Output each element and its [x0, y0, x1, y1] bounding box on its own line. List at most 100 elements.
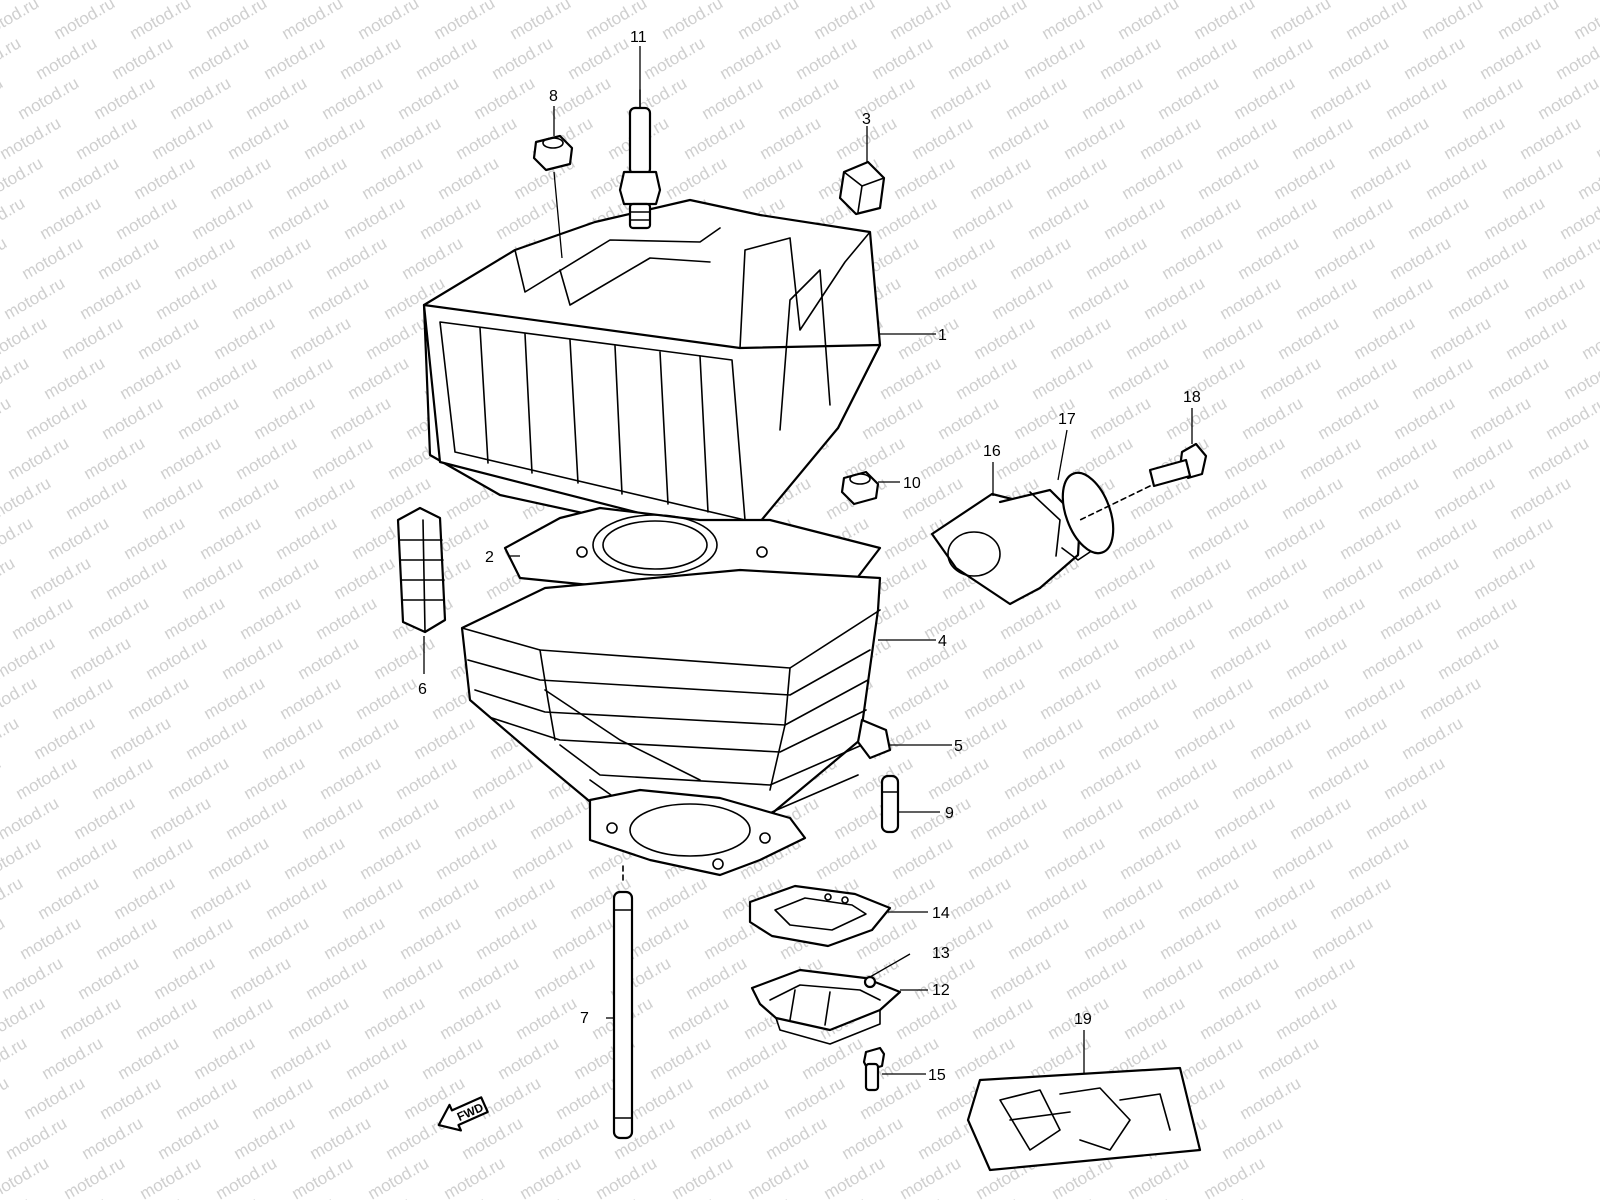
- watermark-text: motod.ru: [927, 73, 995, 123]
- watermark-text: motod.ru: [1383, 73, 1451, 123]
- watermark-text: motod.ru: [213, 1153, 281, 1200]
- watermark-text: motod.ru: [0, 393, 14, 443]
- watermark-text: motod.ru: [419, 1033, 487, 1083]
- watermark-text: motod.ru: [1141, 273, 1209, 323]
- watermark-text: motod.ru: [285, 993, 353, 1043]
- watermark-text: motod.ru: [171, 233, 239, 283]
- watermark-text: motod.ru: [0, 1073, 12, 1123]
- watermark-text: motod.ru: [1207, 633, 1275, 683]
- watermark-text: motod.ru: [1431, 473, 1499, 523]
- watermark-text: motod.ru: [245, 913, 313, 963]
- watermark-text: motod.ru: [435, 153, 503, 203]
- watermark-text: motod.ru: [251, 393, 319, 443]
- watermark-text: motod.ru: [1329, 193, 1397, 243]
- watermark-text: motod.ru: [1167, 553, 1235, 603]
- watermark-text: motod.ru: [173, 1073, 241, 1123]
- watermark-text: motod.ru: [61, 1153, 129, 1200]
- watermark-text: motod.ru: [1409, 353, 1477, 403]
- watermark-text: motod.ru: [1109, 513, 1177, 563]
- watermark-text: motod.ru: [549, 913, 617, 963]
- watermark-text: motod.ru: [985, 113, 1053, 163]
- watermark-text: motod.ru: [1535, 73, 1600, 123]
- watermark-text: motod.ru: [1453, 593, 1521, 643]
- watermark-text: motod.ru: [189, 193, 257, 243]
- watermark-text: motod.ru: [63, 473, 131, 523]
- callout-19: 19: [1074, 1011, 1092, 1028]
- watermark-text: motod.ru: [1043, 153, 1111, 203]
- watermark-text: motod.ru: [921, 593, 989, 643]
- watermark-text: motod.ru: [49, 673, 117, 723]
- watermark-text: motod.ru: [341, 193, 409, 243]
- watermark-text: motod.ru: [411, 713, 479, 763]
- watermark-text: motod.ru: [205, 833, 273, 883]
- watermark-text: motod.ru: [357, 833, 425, 883]
- watermark-text: motod.ru: [1441, 113, 1509, 163]
- watermark-text: motod.ru: [371, 633, 439, 683]
- watermark-text: motod.ru: [513, 993, 581, 1043]
- reed-valve: [750, 968, 902, 1045]
- watermark-text: motod.ru: [1373, 433, 1441, 483]
- watermark-text: motod.ru: [495, 1033, 563, 1083]
- callout-9: 9: [945, 805, 954, 822]
- watermark-text: motod.ru: [1287, 793, 1355, 843]
- watermark-text: motod.ru: [1273, 993, 1341, 1043]
- watermark-text: motod.ru: [85, 593, 153, 643]
- watermark-text: motod.ru: [1381, 753, 1449, 803]
- nut: [532, 134, 574, 172]
- watermark-text: motod.ru: [473, 913, 541, 963]
- watermark-text: motod.ru: [201, 673, 269, 723]
- watermark-text: motod.ru: [321, 913, 389, 963]
- watermark-text: motod.ru: [1365, 113, 1433, 163]
- watermark-text: motod.ru: [469, 753, 537, 803]
- watermark-text: motod.ru: [269, 353, 337, 403]
- watermark-text: motod.ru: [1291, 953, 1359, 1003]
- watermark-text: motod.ru: [1399, 713, 1467, 763]
- watermark-text: motod.ru: [979, 633, 1047, 683]
- watermark-text: motod.ru: [1173, 33, 1241, 83]
- watermark-text: motod.ru: [215, 473, 283, 523]
- watermark-text: motod.ru: [565, 33, 633, 83]
- watermark-text: motod.ru: [115, 1033, 183, 1083]
- watermark-text: motod.ru: [1319, 553, 1387, 603]
- watermark-text: motod.ru: [0, 1193, 34, 1200]
- watermark-text: motod.ru: [699, 73, 767, 123]
- watermark-text: motod.ru: [951, 1033, 1019, 1083]
- callout-14: 14: [932, 905, 950, 922]
- watermark-text: motod.ru: [243, 73, 311, 123]
- watermark-text: motod.ru: [681, 113, 749, 163]
- watermark-text: motod.ru: [343, 1033, 411, 1083]
- watermark-text: motod.ru: [1171, 713, 1239, 763]
- watermark-text: motod.ru: [961, 673, 1029, 723]
- watermark-text: motod.ru: [895, 313, 963, 363]
- watermark-text: motod.ru: [107, 713, 175, 763]
- watermark-text: motod.ru: [917, 433, 985, 483]
- watermark-text: motod.ru: [133, 993, 201, 1043]
- watermark-text: motod.ru: [669, 1153, 737, 1200]
- watermark-text: motod.ru: [337, 33, 405, 83]
- watermark-text: motod.ru: [1233, 913, 1301, 963]
- watermark-text: motod.ru: [629, 1073, 697, 1123]
- watermark-text: motod.ru: [229, 273, 297, 323]
- watermark-text: motod.ru: [663, 153, 731, 203]
- watermark-text: motod.ru: [55, 153, 123, 203]
- watermark-text: motod.ru: [125, 673, 193, 723]
- watermark-text: motod.ru: [859, 393, 927, 443]
- watermark-text: motod.ru: [969, 993, 1037, 1043]
- watermark-text: motod.ru: [873, 193, 941, 243]
- watermark-text: motod.ru: [375, 793, 443, 843]
- watermark-text: motod.ru: [291, 473, 359, 523]
- watermark-text: motod.ru: [319, 73, 387, 123]
- watermark-text: motod.ru: [0, 1153, 52, 1200]
- watermark-text: motod.ru: [1213, 113, 1281, 163]
- watermark-text: motod.ru: [1185, 513, 1253, 563]
- watermark-text: motod.ru: [1471, 553, 1539, 603]
- watermark-text: motod.ru: [129, 833, 197, 883]
- watermark-text: motod.ru: [913, 273, 981, 323]
- dowel-pin: [880, 774, 900, 834]
- watermark-text: motod.ru: [131, 153, 199, 203]
- watermark-text: motod.ru: [1575, 153, 1600, 203]
- watermark-text: motod.ru: [1477, 33, 1545, 83]
- watermark-text: motod.ru: [1445, 273, 1513, 323]
- watermark-text: motod.ru: [1125, 1153, 1193, 1200]
- watermark-text: motod.ru: [81, 433, 149, 483]
